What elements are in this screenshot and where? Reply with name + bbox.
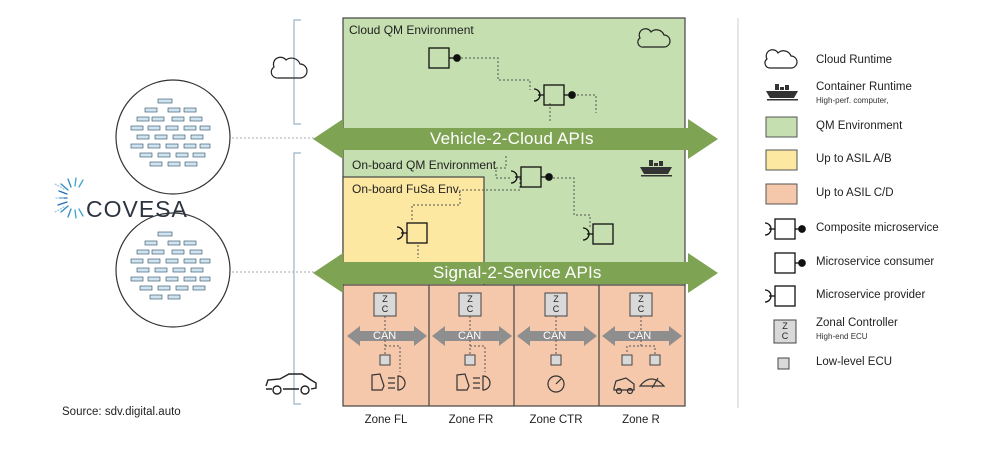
zc-z: Z <box>467 294 473 304</box>
zc-c: C <box>466 304 474 314</box>
ship-icon <box>640 160 672 177</box>
legend-cloud-runtime: Cloud Runtime <box>816 54 893 66</box>
ship-icon <box>766 84 798 101</box>
composite-microservice-b <box>510 166 553 188</box>
composite-microservice-icon <box>764 218 806 240</box>
zc-z: Z <box>782 321 788 331</box>
zc-c: C <box>637 304 645 314</box>
onboard-fusa-environment-title: On-board FuSa Env. <box>352 182 462 196</box>
speedometer-icon <box>547 375 565 393</box>
legend-container-runtime: Container Runtime <box>816 81 912 93</box>
legend-container-runtime-sub: High-perf. computer, <box>816 96 889 105</box>
legend-composite-microservice: Composite microservice <box>816 222 939 234</box>
zc-z: Z <box>638 294 644 304</box>
covesa-brand-name: COVESA <box>86 196 188 222</box>
zonal-wiring <box>384 316 656 372</box>
zone-label-r: Zone R <box>622 414 660 426</box>
zonal-controller-boxes <box>373 292 653 317</box>
zc-c: C <box>552 304 560 314</box>
zonal-controller-icon <box>773 319 797 344</box>
onboard-qm-environment-title: On-board QM Environment <box>352 158 497 172</box>
microservice-provider-icon <box>764 285 796 307</box>
microservice-provider-qm <box>582 223 614 245</box>
zc-c: C <box>781 331 789 341</box>
wiper-icon <box>638 377 666 389</box>
legend-asil-cd-swatch <box>765 183 798 205</box>
can-arrows <box>347 326 682 346</box>
service-connections <box>411 57 597 258</box>
signal-2-service-api-arrow <box>313 253 718 293</box>
zone-label-ctr: Zone CTR <box>529 414 583 426</box>
zc-c: C <box>381 304 389 314</box>
signal-2-service-api-label: Signal-2-Service APIs <box>433 263 602 282</box>
car-crash-icon <box>613 377 635 395</box>
vehicle-2-cloud-api-label: Vehicle-2-Cloud APIs <box>430 129 594 148</box>
can-bus-label: CAN <box>458 330 482 342</box>
legend-microservice-consumer: Microservice consumer <box>816 256 935 268</box>
composite-microservice-a <box>533 84 576 106</box>
tree-diagram-icon <box>115 79 231 195</box>
legend-asil-ab: Up to ASIL A/B <box>816 153 892 165</box>
can-bus-label: CAN <box>543 330 567 342</box>
low-level-ecu-icon <box>777 357 790 370</box>
cloud-qm-environment-title: Cloud QM Environment <box>349 23 474 37</box>
vehicle-2-cloud-api-arrow <box>313 119 718 159</box>
legend-qm-environment: QM Environment <box>816 120 903 132</box>
zone-label-fl: Zone FL <box>364 414 408 426</box>
microservice-consumer-top <box>428 47 461 69</box>
source-caption: Source: sdv.digital.auto <box>62 406 181 418</box>
cloud-icon <box>637 28 671 48</box>
microservice-provider-fusa <box>396 222 428 244</box>
cloud-bracket <box>293 19 301 125</box>
legend-zonal-controller: Zonal Controller <box>816 317 898 329</box>
microservice-consumer-icon <box>774 252 806 274</box>
legend-qm-swatch <box>765 116 798 138</box>
low-level-ecu-boxes <box>379 354 661 366</box>
seat-icon <box>371 373 385 391</box>
seat-icon <box>456 373 470 391</box>
zone-label-fr: Zone FR <box>448 414 494 426</box>
cloud-icon <box>270 56 308 79</box>
zc-z: Z <box>382 294 388 304</box>
legend-microservice-provider: Microservice provider <box>816 289 926 301</box>
can-bus-label: CAN <box>628 330 652 342</box>
can-bus-label: CAN <box>373 330 397 342</box>
headlight-icon <box>388 375 406 391</box>
zc-z: Z <box>553 294 559 304</box>
tree-diagram-icon <box>115 212 231 328</box>
cloud-icon <box>764 49 798 69</box>
vehicle-bracket <box>293 152 301 405</box>
headlight-icon <box>473 375 491 391</box>
legend-asil-cd: Up to ASIL C/D <box>816 187 894 199</box>
covesa-logo-icon <box>53 177 84 219</box>
car-icon <box>265 373 317 395</box>
legend-zonal-controller-sub: High-end ECU <box>816 332 868 341</box>
legend-asil-ab-swatch <box>765 149 798 171</box>
legend-low-level-ecu: Low-level ECU <box>816 356 893 368</box>
